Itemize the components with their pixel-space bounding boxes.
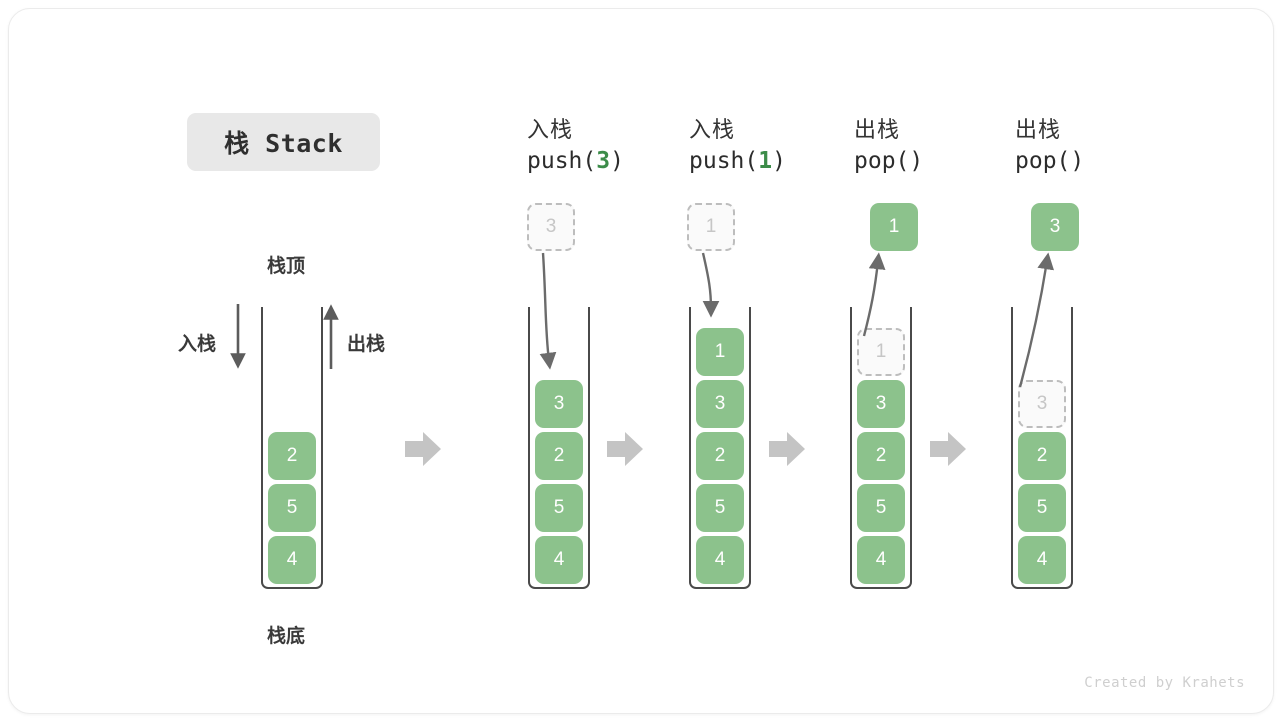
popped-cell-3: 3 (1031, 203, 1079, 251)
step-title-code: pop() (1015, 145, 1084, 177)
stack-cell-ghost: 1 (857, 328, 905, 376)
code-prefix: push( (689, 148, 759, 174)
stack-cells-push-1: 4 5 2 3 1 (696, 328, 744, 584)
step-title-code: pop() (854, 145, 923, 177)
step-title-cn: 出栈 (854, 117, 901, 142)
code-prefix: pop( (854, 148, 910, 174)
stack-cell: 3 (696, 380, 744, 428)
transition-arrow (405, 432, 441, 466)
step-title-push-3: 入栈 push(3) (527, 115, 624, 177)
stack-bottom-label: 栈底 (267, 626, 306, 647)
push-1-motion-arrow (701, 252, 720, 318)
stack-cell: 4 (268, 536, 316, 584)
stack-cells-initial: 4 5 2 (268, 432, 316, 584)
step-title-pop-1: 出栈 pop() (854, 115, 923, 177)
step-title-cn: 入栈 (527, 117, 574, 142)
code-suffix: ) (1070, 148, 1085, 174)
pop-direction-label: 出栈 (347, 334, 386, 355)
stack-cell: 2 (696, 432, 744, 480)
stack-cell: 2 (857, 432, 905, 480)
stack-cells-push-3: 4 5 2 3 (535, 380, 583, 584)
stack-cell: 4 (535, 536, 583, 584)
stack-cells-pop-3: 4 5 2 3 (1018, 380, 1066, 584)
stack-cell: 3 (535, 380, 583, 428)
stack-cell: 4 (696, 536, 744, 584)
popped-cell-1: 1 (870, 203, 918, 251)
stack-cells-pop-1: 4 5 2 3 1 (857, 328, 905, 584)
stack-column-pop-3: 4 5 2 3 (1011, 307, 1073, 589)
stack-cell: 5 (1018, 484, 1066, 532)
code-suffix: ) (772, 148, 786, 174)
stack-column-initial: 4 5 2 (261, 307, 323, 589)
stack-wall (1011, 307, 1073, 589)
stack-column-push-1: 4 5 2 3 1 (689, 307, 751, 589)
stack-wall (528, 307, 590, 589)
code-prefix: push( (527, 148, 597, 174)
stack-cell: 2 (268, 432, 316, 480)
code-arg: 3 (596, 148, 611, 174)
stack-cell: 5 (535, 484, 583, 532)
transition-arrow (769, 432, 805, 466)
stack-cell: 5 (696, 484, 744, 532)
stack-cell: 3 (857, 380, 905, 428)
code-arg: 1 (758, 148, 773, 174)
stack-cell: 4 (1018, 536, 1066, 584)
transition-arrow (607, 432, 643, 466)
step-title-code: push(3) (527, 145, 624, 177)
stack-column-push-3: 4 5 2 3 (528, 307, 590, 589)
push-direction-label: 入栈 (178, 334, 217, 355)
stack-column-pop-1: 4 5 2 3 1 (850, 307, 912, 589)
stack-cell: 2 (535, 432, 583, 480)
code-suffix: ) (610, 148, 624, 174)
step-title-cn: 出栈 (1015, 117, 1062, 142)
figure-card: 栈 Stack 栈顶 栈底 入栈 出栈 4 5 2 入栈 push(3) 3 4… (8, 8, 1274, 714)
stack-cell: 4 (857, 536, 905, 584)
stack-wall (261, 307, 323, 589)
credit-footer: Created by Krahets (1084, 675, 1245, 691)
code-suffix: ) (909, 148, 924, 174)
stack-wall (689, 307, 751, 589)
diagram-stage: 栈 Stack 栈顶 栈底 入栈 出栈 4 5 2 入栈 push(3) 3 4… (9, 9, 1273, 713)
stack-cell: 1 (696, 328, 744, 376)
stack-top-label: 栈顶 (267, 256, 306, 277)
step-title-push-1: 入栈 push(1) (689, 115, 786, 177)
code-prefix: pop( (1015, 148, 1071, 174)
stack-cell: 5 (857, 484, 905, 532)
figure-title-badge: 栈 Stack (187, 113, 380, 171)
step-title-code: push(1) (689, 145, 786, 177)
stack-cell: 5 (268, 484, 316, 532)
step-title-cn: 入栈 (689, 117, 736, 142)
stack-cell: 2 (1018, 432, 1066, 480)
stack-wall (850, 307, 912, 589)
incoming-cell-push-1: 1 (687, 203, 735, 251)
incoming-cell-push-3: 3 (527, 203, 575, 251)
step-title-pop-3: 出栈 pop() (1015, 115, 1084, 177)
stack-cell-ghost: 3 (1018, 380, 1066, 428)
transition-arrow (930, 432, 966, 466)
